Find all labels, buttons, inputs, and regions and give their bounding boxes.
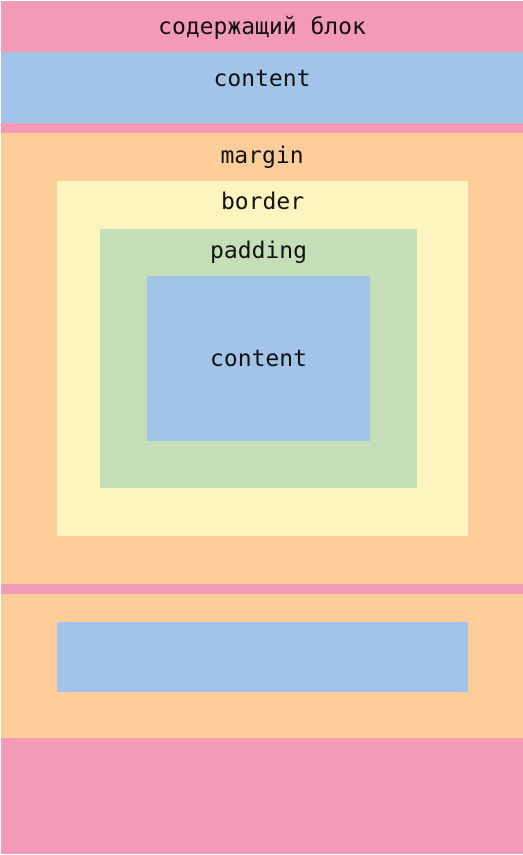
inner-content-label: content — [210, 346, 307, 372]
border-label: border — [220, 189, 305, 215]
margin-label: margin — [220, 143, 304, 169]
top-content-label: content — [213, 66, 311, 92]
top-content-box: content — [1, 52, 523, 123]
containing-block-label: содержащий блок — [158, 14, 366, 40]
bottom-content-box — [57, 622, 468, 692]
padding-label: padding — [210, 238, 307, 264]
inner-content-box: content — [147, 276, 370, 441]
